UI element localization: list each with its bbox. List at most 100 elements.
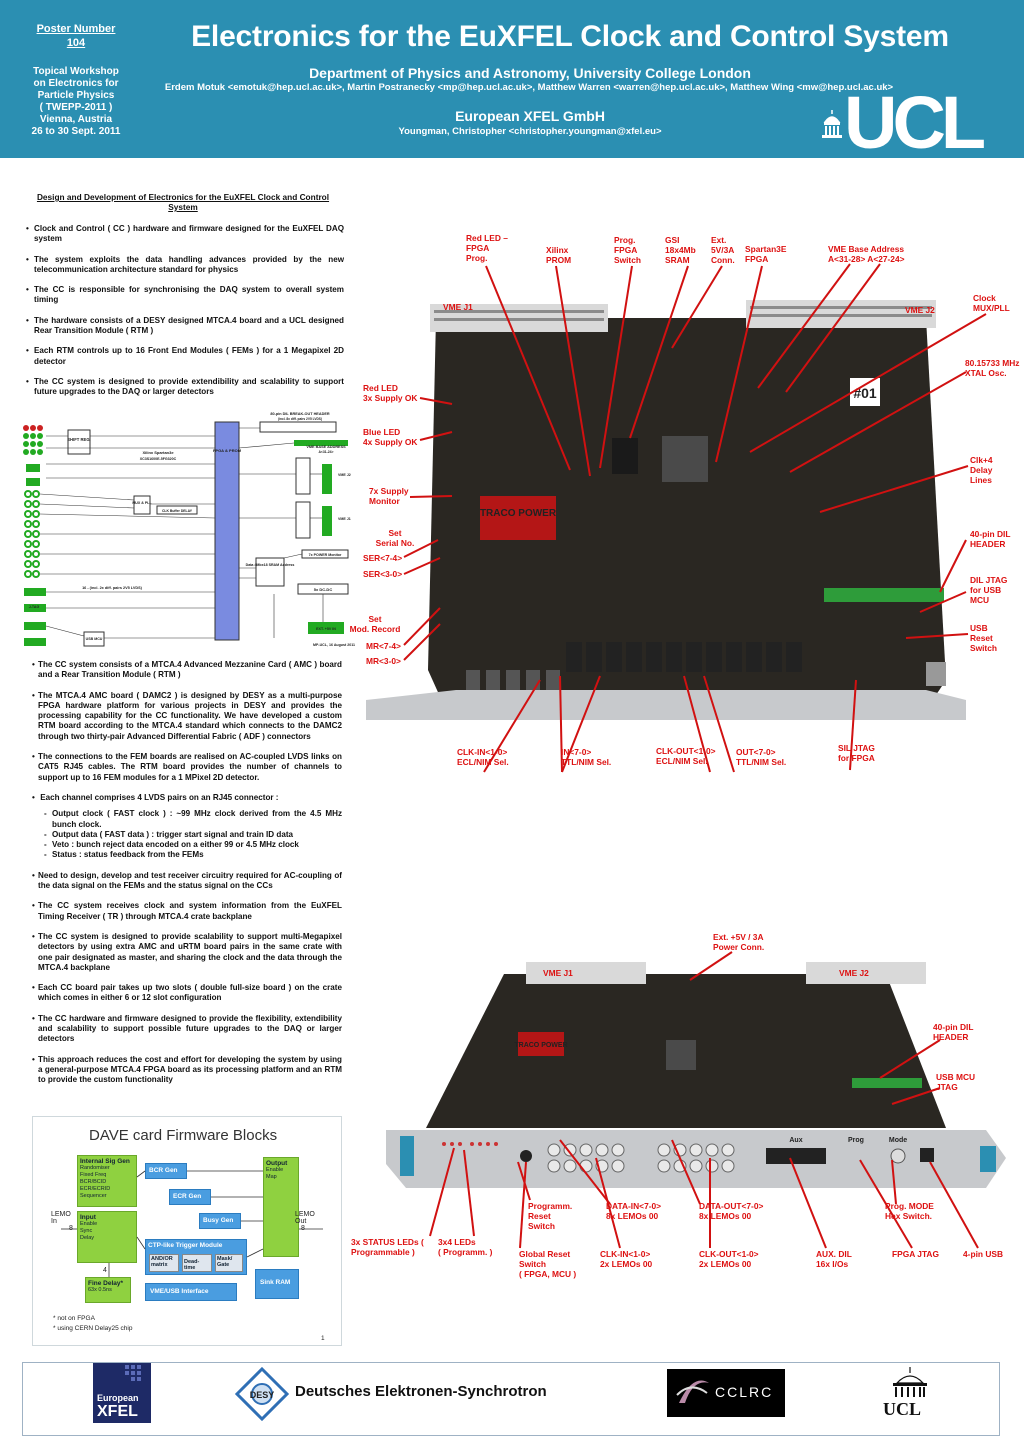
ucl-department: Department of Physics and Astronomy, Uni… xyxy=(309,65,751,81)
channel-item: Veto : bunch reject data encoded on a ei… xyxy=(38,840,342,850)
vme-board-photo: TRACO POWER #01 xyxy=(366,300,966,720)
channel-item: Output clock ( FAST clock ) : ~99 MHz cl… xyxy=(38,809,342,830)
bullet-item: This approach reduces the cost and effor… xyxy=(28,1055,342,1086)
xfel-stripes-icon xyxy=(125,1365,141,1381)
cclrc-text: CCLRC xyxy=(715,1384,774,1400)
xilinx-part: XC3S1600E-5FG320C xyxy=(140,457,177,461)
sram-box xyxy=(255,557,285,587)
label-data-in: DATA-IN<7-0>8x LEMOs 00 xyxy=(606,1201,662,1221)
traco-label: TRACO POWER xyxy=(480,508,557,519)
shift-reg-label: SHIFT REG. xyxy=(67,437,91,442)
traco-power-module xyxy=(480,496,556,540)
firmware-blocks-figure: DAVE card Firmware Blocks Internal Sig G… xyxy=(32,1116,342,1346)
label-in-sel: IN<7-0>TTL/NIM Sel. xyxy=(561,747,612,767)
bullet-item: The hardware consists of a DESY designed… xyxy=(22,316,344,337)
bullet-item: The MTCA.4 AMC board ( DAMC2 ) is design… xyxy=(28,691,342,742)
jtag-label: J-TAG xyxy=(29,605,40,609)
channel-list: Output clock ( FAST clock ) : ~99 MHz cl… xyxy=(38,809,342,860)
buffers-box xyxy=(295,501,311,539)
fpga-chip xyxy=(662,436,708,482)
poster-number: 104 xyxy=(66,37,86,49)
label-vme-j1: VME J1 xyxy=(543,968,573,978)
intro-section: Design and Development of Electronics fo… xyxy=(22,192,344,408)
count-out: 8 xyxy=(301,1225,305,1232)
vme-base-block xyxy=(294,440,348,446)
usb-connector xyxy=(926,662,946,686)
label-vme-j2: VME J2 xyxy=(905,305,935,315)
bullet-item: The CC system is designed to provide sca… xyxy=(28,932,342,973)
lemo-in-label: LEMO In xyxy=(51,1211,71,1225)
vme-j1-connector xyxy=(526,962,646,984)
label-vme-j1: VME J1 xyxy=(443,302,473,312)
bullet-item: The CC system is designed to provide ext… xyxy=(22,377,344,398)
green-block xyxy=(26,464,40,472)
hex-switch xyxy=(890,1148,906,1164)
desy-name: Deutsches Elektronen-Synchrotron xyxy=(295,1383,547,1400)
label-mr-3-0: MR<3-0> xyxy=(366,656,401,666)
diagram-footnote: MP-UCL, 16 August 2011 xyxy=(313,643,355,647)
fpga-block xyxy=(214,421,240,641)
label-data-out: DATA-OUT<7-0>8x LEMOs 00 xyxy=(699,1201,764,1221)
ctp-trigger-block: CTP-like Trigger Module AND/OR matrix De… xyxy=(145,1239,247,1275)
intro-bullets: Clock and Control ( CC ) hardware and fi… xyxy=(22,224,344,398)
bullet-item: The CC is responsible for synchronising … xyxy=(22,285,344,306)
dc-dc-label: 5x DC-DC xyxy=(314,587,333,592)
usb-mcu-label: USB MCU xyxy=(86,637,103,641)
vme-j1-label: VME J1 xyxy=(338,517,351,521)
label-fpga-jtag: FPGA JTAG xyxy=(892,1249,939,1259)
cclrc-logo: CCLRC xyxy=(667,1369,785,1417)
bullet-item: Each CC board pair takes up two slots ( … xyxy=(28,983,342,1004)
desy-logo-text: DESY xyxy=(250,1390,275,1400)
panel-aux-label: Aux xyxy=(789,1137,802,1144)
system-bullets: The CC system consists of a MTCA.4 Advan… xyxy=(28,660,342,1096)
count-mid: 4 xyxy=(103,1267,107,1274)
green-block xyxy=(24,588,46,596)
xfel-organisation: European XFEL GmbH xyxy=(455,108,605,124)
signal-lines xyxy=(39,427,324,639)
vme-base-sub: A<31-24> xyxy=(318,450,333,454)
internal-sig-gen-label: Internal Sig Gen xyxy=(80,1158,130,1165)
panel-prog-label: Prog xyxy=(848,1137,864,1144)
internal-item: Sequencer xyxy=(80,1193,107,1199)
label-vme-j2: VME J2 xyxy=(839,968,869,978)
breakout-header-box xyxy=(259,421,337,433)
ucl-logo: UCL xyxy=(820,86,1010,160)
board-id: #01 xyxy=(853,385,877,401)
led-column-icon xyxy=(23,425,43,455)
header-40pin xyxy=(852,1078,922,1088)
firmware-title: DAVE card Firmware Blocks xyxy=(89,1127,278,1144)
cclrc-swirl-icon xyxy=(676,1380,709,1403)
front-panel xyxy=(386,1130,1006,1188)
bullet-item: The CC hardware and firmware designed to… xyxy=(28,1014,342,1045)
sram-label: Data 4Mbx18 SRAM Address xyxy=(246,563,295,567)
ucl-portico-icon xyxy=(893,1367,927,1397)
workshop-line: 26 to 30 Sept. 2011 xyxy=(31,126,121,137)
bullet-item: Need to design, develop and test receive… xyxy=(28,871,342,892)
input-item: Enable xyxy=(80,1221,98,1227)
aux-dil-connector xyxy=(766,1148,826,1164)
label-clk-out: CLK-OUT<1-0>2x LEMOs 00 xyxy=(699,1249,759,1269)
output-item: Enable xyxy=(266,1167,284,1173)
input-item: Sync xyxy=(80,1228,93,1234)
label-clk-in-sel: CLK-IN<1-0>ECL/NIM Sel. xyxy=(457,747,509,767)
dead-time-box: Dead-time xyxy=(182,1254,212,1272)
label-usb-4pin: 4-pin USB xyxy=(963,1249,1004,1259)
input-item: Delay xyxy=(80,1235,95,1241)
ecr-gen-block: ECR Gen xyxy=(169,1189,211,1205)
vme-j2-label: VME J2 xyxy=(338,473,351,477)
channel-intro: Each channel comprises 4 LVDS pairs on a… xyxy=(40,792,279,802)
